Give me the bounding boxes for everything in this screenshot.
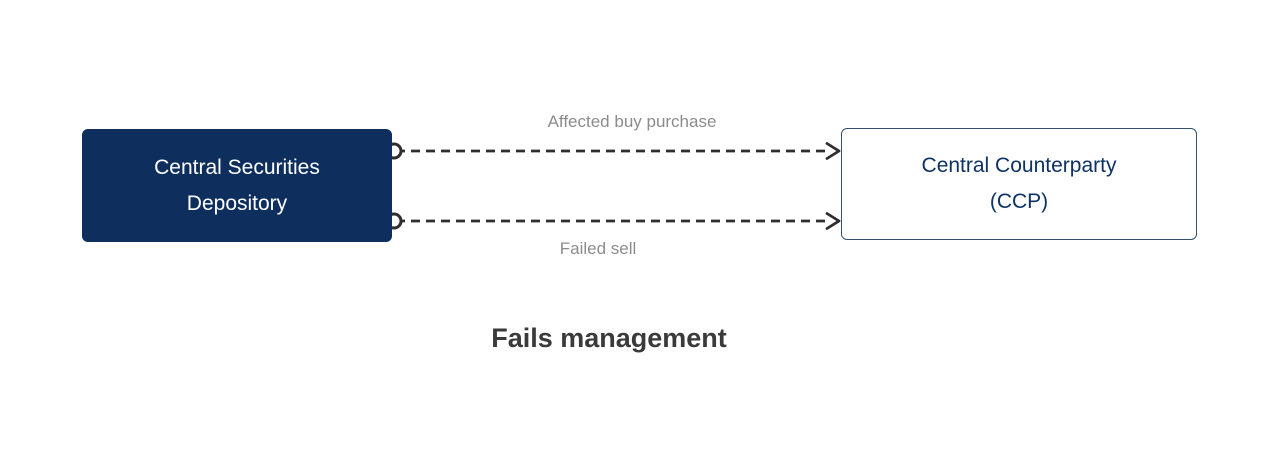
node-label-line: (CCP) — [989, 190, 1049, 213]
node-label-line: Central Securities — [154, 155, 320, 179]
node-central-counterparty: Central Counterparty (CCP) — [841, 128, 1197, 240]
node-central-securities-depository: Central Securities Depository — [82, 129, 392, 242]
edge-label-affected-buy-purchase: Affected buy purchase — [547, 112, 717, 131]
arrowhead-bottom-icon — [825, 212, 841, 230]
edge-label-failed-sell: Failed sell — [559, 239, 637, 258]
node-label-line: Central Counterparty — [921, 154, 1117, 177]
arrowhead-top-icon — [825, 142, 841, 160]
diagram-title: Fails management — [491, 323, 727, 353]
node-label-line: Depository — [186, 191, 288, 215]
